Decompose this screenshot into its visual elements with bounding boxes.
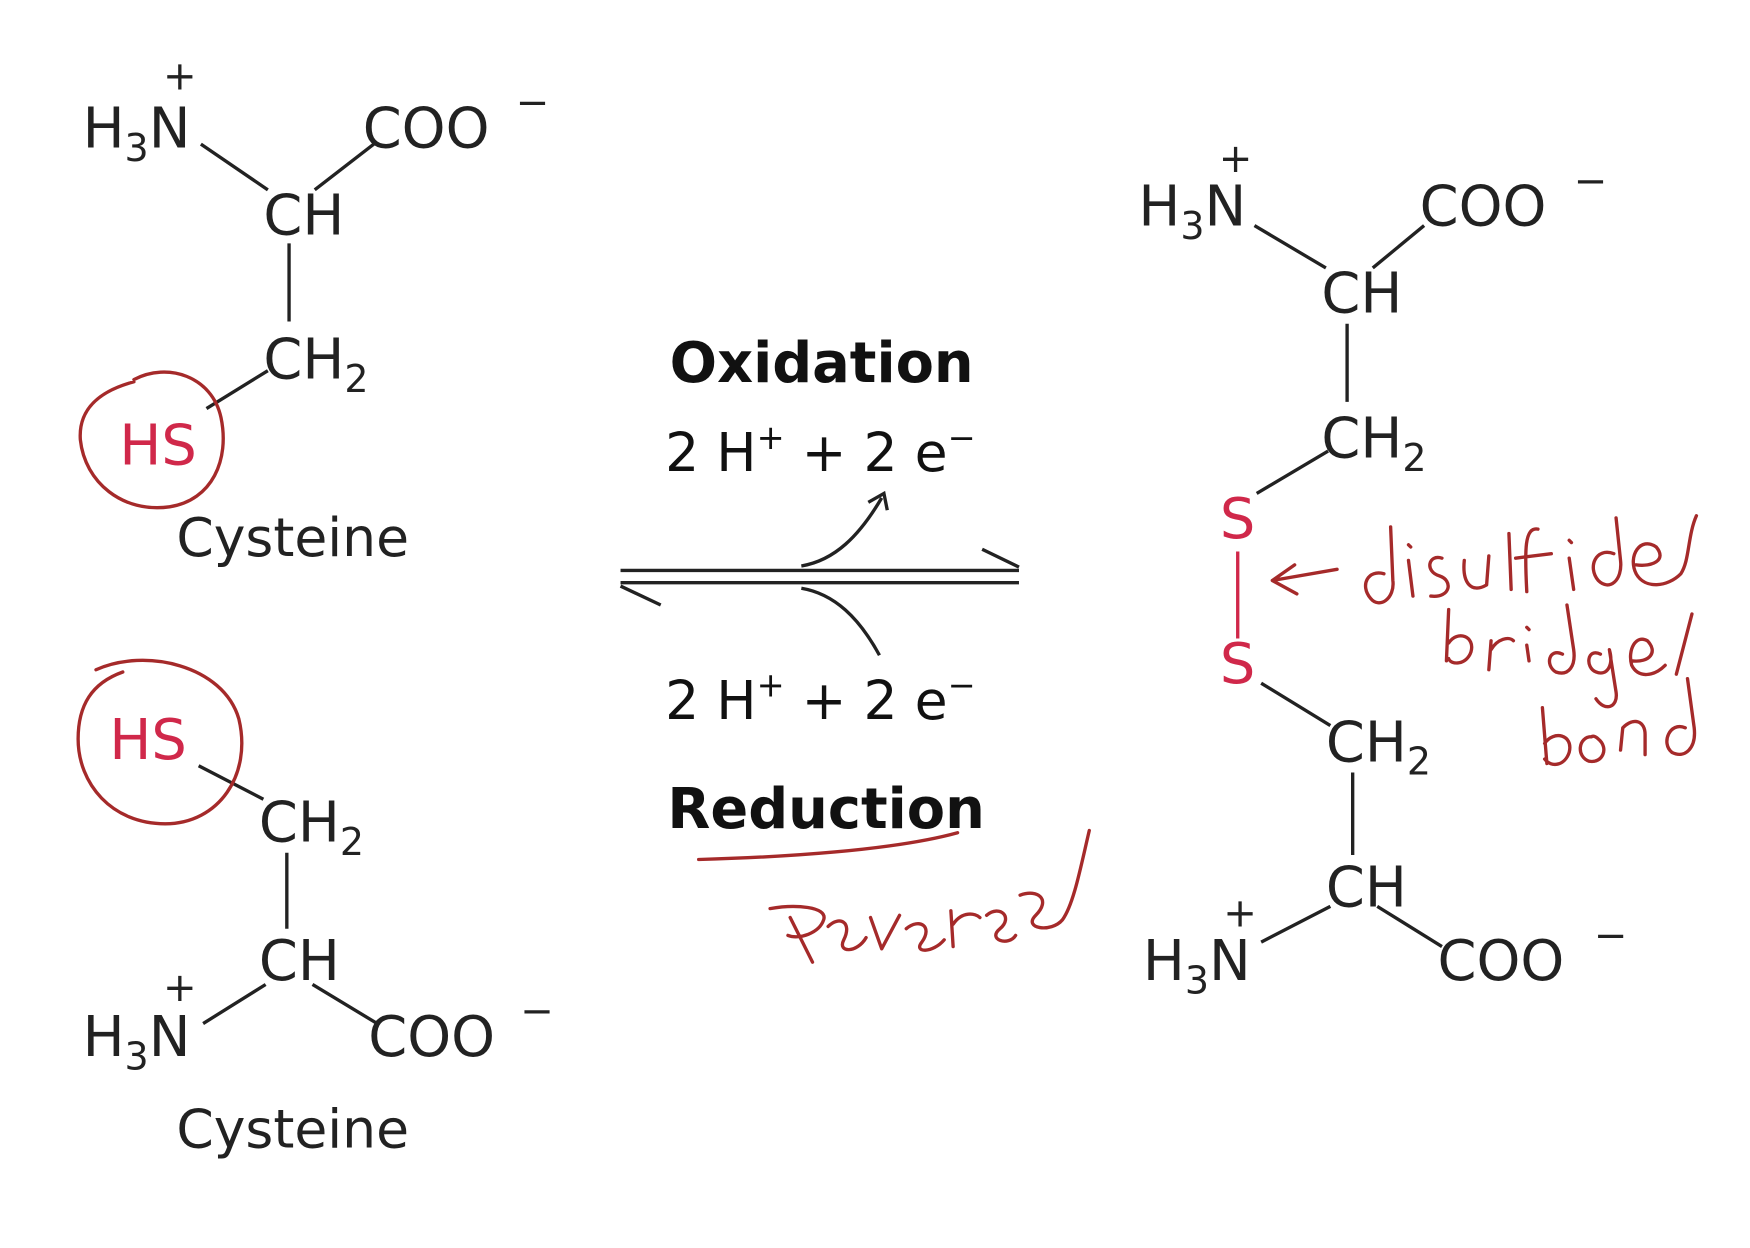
circle-hs-top (78, 370, 225, 510)
alpha-carbon-right-top: CH (1321, 262, 1402, 327)
ammonium-charge-bottom: + (163, 965, 197, 1011)
carboxylate-group-right-top: COO (1420, 175, 1547, 240)
sulfur-atom-top: S (1220, 487, 1255, 552)
carboxylate-charge-bottom: − (520, 989, 554, 1035)
reverse-annotation (768, 828, 1091, 964)
ammonium-charge-right-bottom: + (1223, 890, 1257, 936)
sulfur-atom-bottom: S (1220, 632, 1255, 697)
reaction-arrows: Oxidation 2 H+ + 2 e− 2 H+ + 2 e− Reduct… (619, 331, 1020, 842)
oxidation-products: 2 H+ + 2 e− (665, 418, 975, 484)
ammonium-charge-right-top: + (1219, 136, 1253, 182)
ammonium-group-bottom: H3N (83, 1005, 191, 1078)
reduction-reactants: 2 H+ + 2 e− (665, 666, 975, 732)
disulfide-word (1364, 514, 1699, 605)
beta-carbon-bottom: CH2 (259, 791, 364, 864)
ammonium-group-top: H3N (83, 96, 191, 169)
beta-carbon-right-bottom: CH2 (1326, 710, 1431, 783)
cysteine-top-structure: + H3N COO − CH CH2 HS Cysteine (83, 53, 550, 569)
carboxylate-charge-top: − (516, 80, 550, 126)
carboxylate-group-right-bottom: COO (1438, 929, 1565, 994)
reduction-underline (696, 831, 960, 862)
beta-carbon-top: CH2 (263, 327, 368, 400)
alpha-carbon-bottom: CH (259, 929, 340, 994)
disulfide-pointer-arrow (1270, 563, 1339, 596)
ammonium-group-right-top: H3N (1138, 175, 1246, 248)
cysteine-bottom-structure: HS CH2 CH + H3N COO − Cysteine (83, 708, 554, 1160)
cystine-structure: + H3N COO − CH CH2 S S CH2 CH + H3N COO … (1138, 136, 1627, 1002)
carboxylate-group-bottom: COO (368, 1005, 495, 1070)
cysteine-label-top: Cysteine (176, 506, 409, 569)
oxidation-label: Oxidation (670, 331, 974, 396)
carboxylate-group-top: COO (363, 96, 490, 161)
bond-word (1540, 677, 1697, 767)
circle-hs-bottom (76, 658, 244, 826)
alpha-carbon-top: CH (263, 183, 344, 248)
cysteine-label-bottom: Cysteine (176, 1097, 409, 1160)
electron-uptake-curve (801, 586, 881, 657)
ammonium-group-right-bottom: H3N (1143, 929, 1251, 1002)
handwritten-annotations (76, 370, 1699, 964)
bridge-word (1444, 603, 1694, 709)
thiol-group-bottom: HS (109, 708, 186, 773)
thiol-group-top: HS (119, 413, 196, 478)
carboxylate-charge-right-bottom: − (1594, 913, 1628, 959)
carboxylate-charge-right-top: − (1574, 158, 1608, 204)
electron-release-curve (801, 497, 884, 568)
reduction-label: Reduction (667, 777, 984, 842)
alpha-carbon-right-bottom: CH (1326, 855, 1407, 920)
beta-carbon-right-top: CH2 (1321, 407, 1426, 480)
ammonium-charge-top: + (163, 53, 197, 99)
